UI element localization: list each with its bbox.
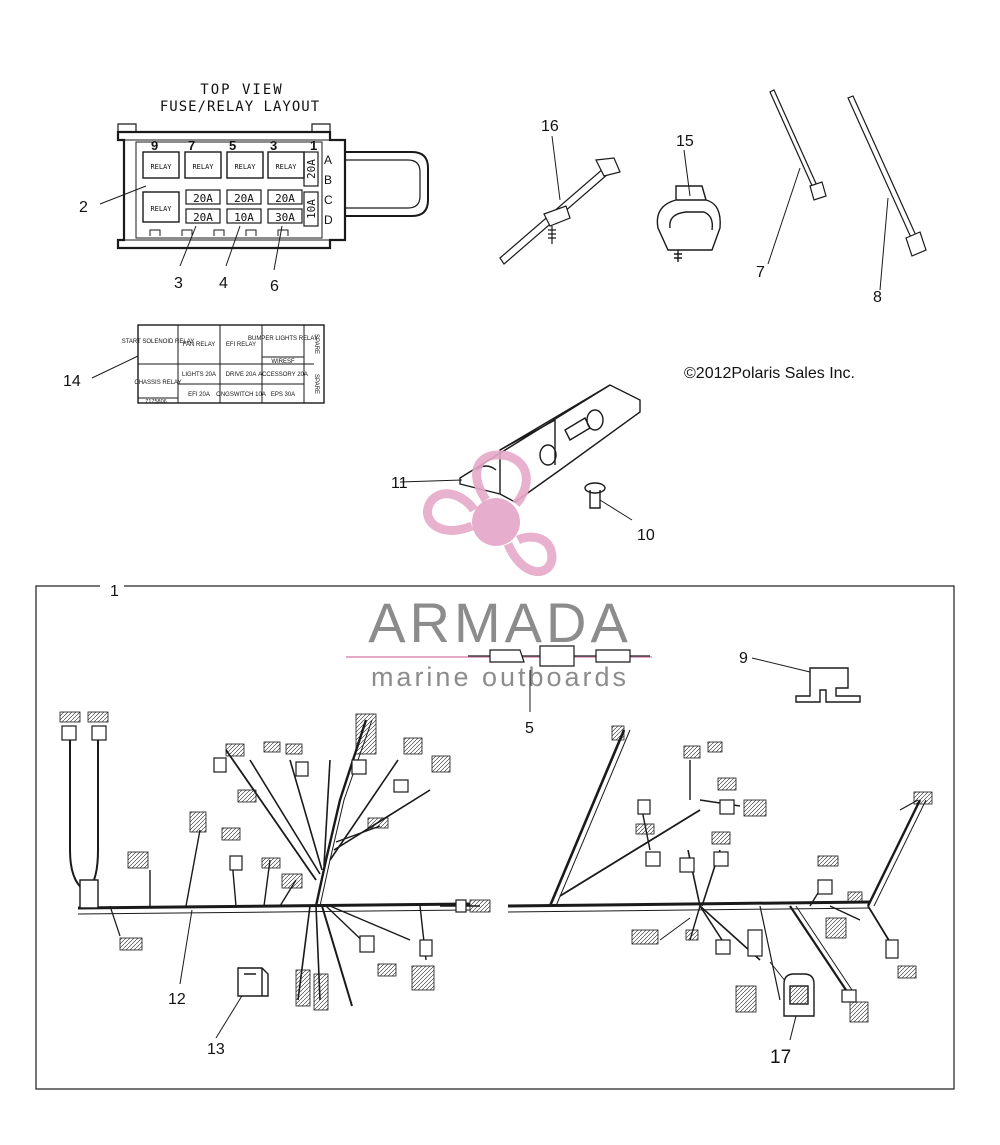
fuse-value: 20A [193, 211, 213, 224]
fuse-layout-title-1: TOP VIEW [200, 82, 283, 98]
card-wiresf: WIRESF [271, 359, 295, 365]
callout-14: 14 [63, 373, 81, 390]
row-letter-b: B [324, 173, 332, 187]
harness-frame [35, 585, 955, 1090]
callout-numbers: 1 2 3 4 5 6 7 8 9 10 11 12 13 14 15 16 1… [63, 118, 882, 1068]
cable-tie-8 [847, 95, 927, 291]
watermark-brand: ARMADA [368, 591, 632, 654]
card-spare-bottom: SPARE [313, 374, 319, 394]
fuse-relay-layout: TOP VIEW FUSE/RELAY LAYOUT 9 7 5 3 1 REL… [99, 82, 429, 271]
callout-12: 12 [168, 991, 186, 1008]
side-fuse-value: 10A [305, 199, 318, 219]
fuse-value: 20A [234, 192, 254, 205]
relay-label: RELAY [192, 163, 214, 171]
callout-11: 11 [391, 475, 408, 492]
relay-label: RELAY [234, 163, 256, 171]
callout-5: 5 [525, 720, 534, 737]
callout-9: 9 [739, 650, 748, 667]
card-chassis-relay: CHASSIS RELAY [134, 380, 181, 386]
armada-watermark-logo [423, 450, 557, 576]
card-part-number: 7175806 [145, 399, 166, 405]
fuse-layout-title-2: FUSE/RELAY LAYOUT [160, 99, 320, 115]
fuse-value: 20A [193, 192, 213, 205]
rivet-10 [584, 482, 633, 521]
callout-7: 7 [756, 264, 765, 281]
card-drive: DRIVE 20A [226, 372, 257, 378]
fuse-value: 20A [275, 192, 295, 205]
row-letter-d: D [324, 213, 333, 227]
card-efi: EFI 20A [188, 392, 210, 398]
jumper-9 [751, 657, 861, 703]
row-letter-a: A [324, 153, 332, 167]
card-ongswitch: ONGSWITCH 10A [216, 392, 266, 398]
clamp-15 [656, 149, 721, 262]
slot-number-3: 3 [270, 138, 277, 153]
row-letter-c: C [324, 193, 333, 207]
watermark-tagline: marine outboards [371, 662, 629, 692]
card-spare-top: SPARE [313, 334, 319, 354]
card-fan-relay: FAN RELAY [183, 342, 216, 348]
callout-6: 6 [270, 278, 279, 295]
relay-label: RELAY [150, 205, 172, 213]
slot-number-9: 9 [151, 138, 158, 153]
slot-number-1: 1 [310, 138, 317, 153]
wire-harness-left [59, 711, 491, 1039]
relay-slot [142, 191, 180, 223]
inline-fuse-holder-5 [468, 645, 650, 712]
copyright-text: ©2012Polaris Sales Inc. [684, 365, 855, 382]
fuse-value: 30A [275, 211, 295, 224]
bracket-11 [399, 384, 641, 503]
card-lights: LIGHTS 20A [182, 372, 216, 378]
callout-3: 3 [174, 275, 183, 292]
callout-8: 8 [873, 289, 882, 306]
callout-2: 2 [79, 199, 88, 216]
card-eps: EPS 30A [271, 392, 295, 398]
fuse-value: 10A [234, 211, 254, 224]
cable-tie-7 [767, 89, 827, 265]
callout-1: 1 [110, 583, 119, 600]
callout-15: 15 [676, 133, 694, 150]
cable-tie-16 [499, 135, 621, 265]
callout-16: 16 [541, 118, 559, 135]
connector-13 [237, 967, 269, 997]
relay-label: RELAY [275, 163, 297, 171]
card-efi-relay: EFI RELAY [226, 342, 256, 348]
fuse-label-card: START SOLENOID RELAY FAN RELAY EFI RELAY… [91, 324, 325, 405]
card-accessory: ACCESSORY 20A [258, 372, 308, 378]
keypad-17 [783, 973, 815, 1041]
callout-17: 17 [770, 1047, 791, 1068]
slot-number-5: 5 [229, 138, 236, 153]
callout-4: 4 [219, 275, 228, 292]
relay-label: RELAY [150, 163, 172, 171]
card-start-solenoid-relay: START SOLENOID RELAY [122, 339, 195, 345]
side-fuse-value: 20A [305, 159, 318, 179]
slot-number-7: 7 [188, 138, 195, 153]
relay-slot [226, 151, 264, 179]
callout-10: 10 [637, 527, 655, 544]
relay-slot [142, 151, 180, 179]
wire-harness-right [507, 725, 933, 1023]
callout-13: 13 [207, 1041, 225, 1058]
relay-slot [184, 151, 222, 179]
card-bumper-lights-relay: BUMPER LIGHTS RELAY [248, 336, 318, 342]
